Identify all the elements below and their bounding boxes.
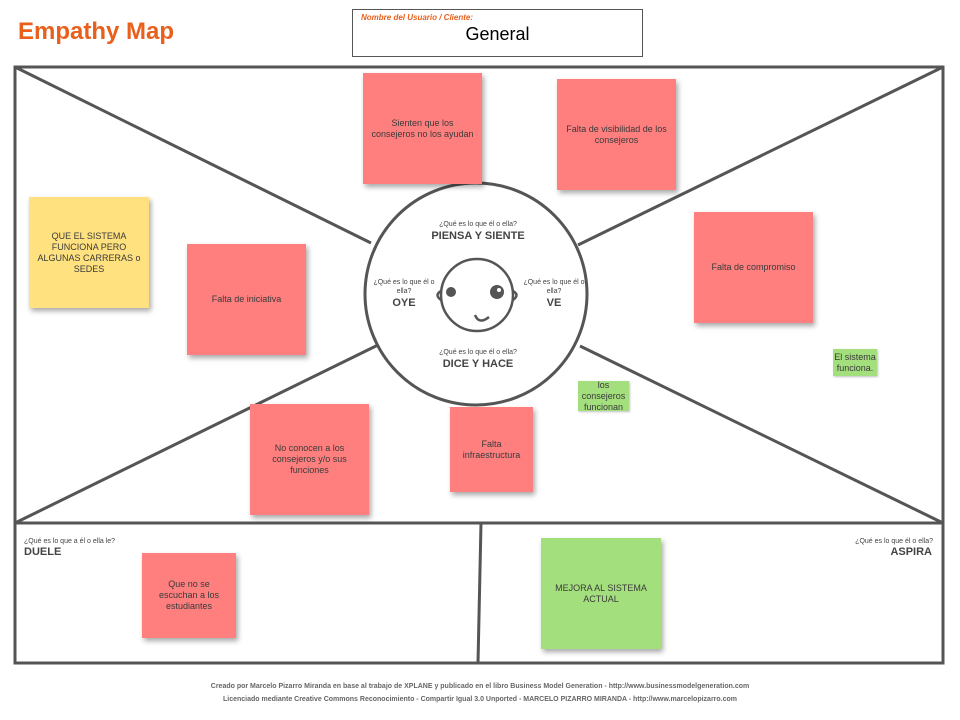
sticky-note[interactable]: Falta de compromiso <box>694 212 813 323</box>
piensa-heading: PIENSA Y SIENTE <box>431 230 525 242</box>
sticky-note[interactable]: MEJORA AL SISTEMA ACTUAL <box>541 538 661 649</box>
dice-question: ¿Qué es lo que él o ella? <box>439 349 517 356</box>
footer-credit: Creado por Marcelo Pizarro Miranda en ba… <box>210 683 750 690</box>
diagonal-top-left <box>14 65 372 245</box>
sticky-note[interactable]: Falta infraestructura <box>450 407 533 492</box>
sticky-note[interactable]: No conocen a los consejeros y/o sus func… <box>250 404 369 515</box>
duele-question: ¿Qué es lo que a él o ella le? <box>24 538 116 545</box>
duele-heading: DUELE <box>24 546 62 558</box>
map-divider-vertical <box>476 522 483 664</box>
ve-heading: VE <box>546 297 562 309</box>
oye-question: ¿Qué es lo que él o ella? <box>373 279 435 295</box>
diagonal-bottom-left <box>14 343 379 525</box>
diagonal-top-right <box>577 65 944 247</box>
sticky-note[interactable]: Sienten que los consejeros no los ayudan <box>363 73 482 184</box>
sticky-note[interactable]: Falta de visibilidad de los consejeros <box>557 79 676 190</box>
ve-question: ¿Qué es lo que él o ella? <box>523 279 585 295</box>
oye-heading: OYE <box>392 297 416 309</box>
user-name-box[interactable]: Nombre del Usuario / Cliente: General <box>352 9 643 57</box>
sticky-note[interactable]: Que no se escuchan a los estudiantes <box>142 553 236 638</box>
dice-heading: DICE Y HACE <box>442 358 514 370</box>
sticky-note[interactable]: Falta de iniciativa <box>187 244 306 355</box>
aspira-question: ¿Qué es lo que él o ella? <box>855 538 933 545</box>
sticky-note[interactable]: El sistema funciona. <box>833 349 877 376</box>
face-icon <box>436 257 518 333</box>
piensa-question: ¿Qué es lo que él o ella? <box>439 221 517 228</box>
sticky-note[interactable]: los consejeros funcionan <box>578 380 629 412</box>
aspira-heading: ASPIRA <box>890 546 932 558</box>
sticky-note[interactable]: QUE EL SISTEMA FUNCIONA PERO ALGUNAS CAR… <box>29 197 149 308</box>
page-title: Empathy Map <box>18 18 175 45</box>
diagonal-bottom-right <box>579 344 944 525</box>
user-name-value: General <box>465 24 530 44</box>
footer-license: Licenciado mediante Creative Commons Rec… <box>222 696 738 703</box>
user-name-label: Nombre del Usuario / Cliente: <box>361 13 474 22</box>
